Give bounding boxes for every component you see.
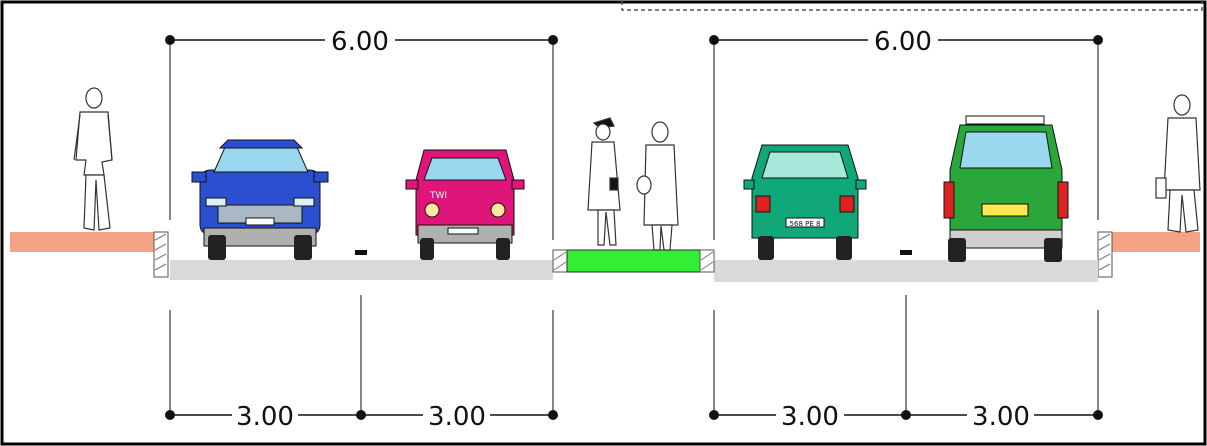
car-badge: TWI (429, 191, 447, 201)
lane-marking-right (900, 250, 912, 255)
car-wheel (948, 238, 966, 262)
car-bumper (203, 227, 317, 247)
car-wheel (1044, 238, 1062, 262)
sidewalk-left (10, 232, 160, 252)
car-windshield (423, 157, 507, 181)
top-dimension-right: 6.00 (709, 27, 1103, 240)
car-pink: TWI (405, 149, 525, 260)
dimension-label: 6.00 (331, 27, 389, 57)
car-roof (218, 139, 304, 149)
bottom-dimension-dots (165, 410, 1103, 420)
car-wheel (758, 236, 774, 260)
curb-left (153, 231, 169, 278)
car-plate (981, 203, 1029, 217)
median-curb-right (699, 249, 715, 273)
car-plate (785, 217, 825, 228)
car-rear-window (761, 151, 849, 179)
car-blue (191, 139, 329, 260)
pedestrian-median-1 (587, 117, 621, 246)
svg-text:568 PE 8: 568 PE 8 (790, 220, 821, 228)
bottom-dimension-lines (169, 295, 1099, 416)
dimension-label: 3.00 (428, 402, 486, 432)
car-green (943, 115, 1069, 262)
car-roof-rack (965, 115, 1045, 125)
sidewalk-right (1110, 232, 1200, 252)
lane-marking-left (355, 250, 367, 255)
car-wheel (208, 235, 226, 260)
carriageway-left (170, 260, 553, 280)
pedestrian-median-2 (636, 121, 679, 251)
car-wheel (420, 238, 434, 260)
pedestrian-left (73, 87, 113, 231)
top-dimension-left: 6.00 (165, 27, 558, 240)
median-planting (566, 249, 701, 273)
carriageway-right (714, 260, 1098, 282)
curb-right (1097, 231, 1113, 278)
road-surface (10, 231, 1200, 282)
car-rear-window (959, 131, 1053, 169)
car-wheel (836, 236, 852, 260)
dimension-label: 6.00 (874, 27, 932, 57)
pedestrian-right (1155, 94, 1201, 233)
car-wheel (294, 235, 312, 260)
dimension-label: 3.00 (972, 402, 1030, 432)
car-wheel (496, 238, 510, 260)
dimension-label: 3.00 (236, 402, 294, 432)
car-windshield (213, 144, 309, 173)
corner-label-box (621, 0, 1203, 11)
dimension-label: 3.00 (781, 402, 839, 432)
car-teal: 568 PE 8 (743, 144, 867, 260)
